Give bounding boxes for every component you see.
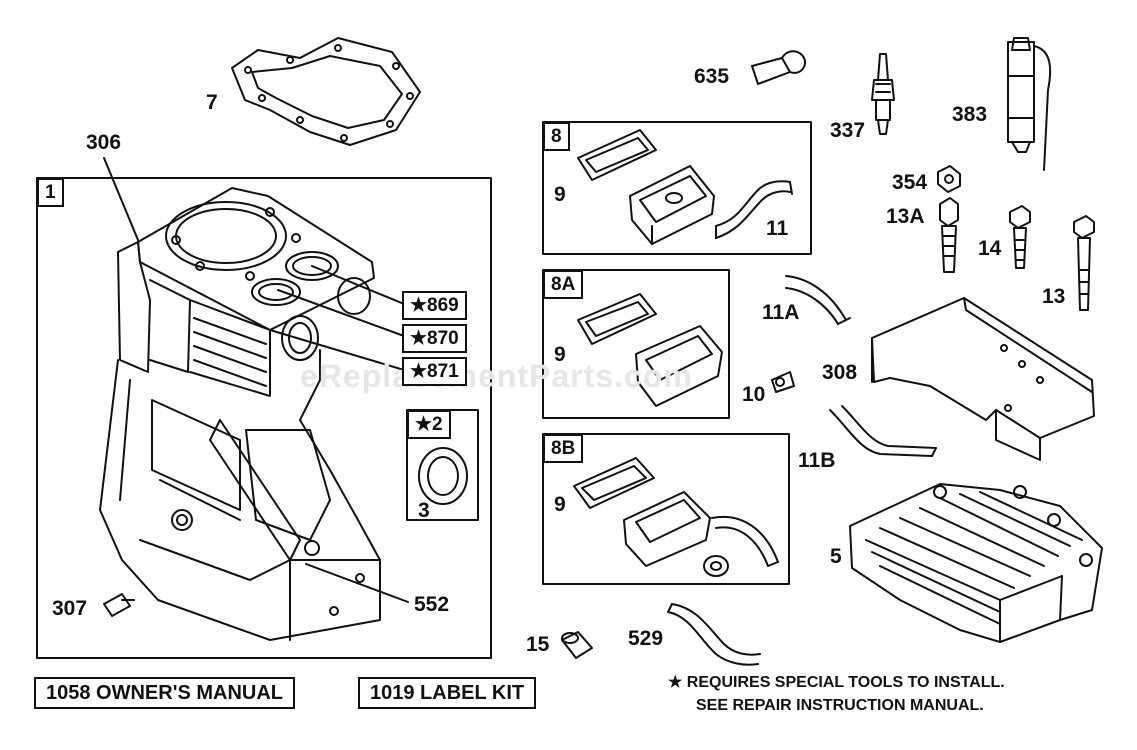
label-869: ★869: [402, 291, 467, 320]
cylinder-block-drawing: [99, 157, 409, 641]
label-7: 7: [206, 91, 218, 114]
bolt-307: [103, 593, 135, 617]
repair-manual-note: SEE REPAIR INSTRUCTION MANUAL.: [696, 697, 984, 714]
label-306: 306: [86, 131, 122, 154]
label-14: 14: [978, 237, 1002, 260]
bolt-14: [1009, 205, 1031, 269]
label-383: 383: [952, 103, 988, 126]
special-tools-note: ★ REQUIRES SPECIAL TOOLS TO INSTALL.: [668, 674, 1005, 691]
cover-308: [871, 297, 1095, 461]
breather-gasket-9c: [573, 457, 655, 509]
bolt-13: [1073, 215, 1095, 311]
label-15: 15: [526, 633, 550, 656]
stud-13A: [939, 197, 959, 273]
label-871: ★871: [402, 357, 467, 386]
box-label-8: 8: [543, 122, 570, 151]
ignition-armature-383: [1007, 37, 1052, 171]
label-354: 354: [892, 171, 928, 194]
cylinder-assembly-box: [36, 177, 492, 659]
label-5: 5: [830, 545, 842, 568]
label-529: 529: [628, 627, 664, 650]
label-552: 552: [414, 593, 450, 616]
label-308: 308: [822, 361, 858, 384]
label-2: ★2: [407, 410, 451, 439]
label-11: 11: [766, 217, 789, 240]
breather-box-8B: [542, 433, 790, 585]
label-3: 3: [418, 499, 430, 522]
breather-8B: [623, 491, 711, 567]
label-11B: 11B: [798, 449, 836, 472]
breather-box-8A: [542, 269, 730, 419]
breather-box-8: [542, 121, 812, 255]
label-307: 307: [52, 597, 88, 620]
breather-tube-11: [715, 180, 793, 239]
breather-8: [629, 165, 715, 245]
breather-gasket-9a: [577, 129, 657, 181]
label-13: 13: [1042, 285, 1066, 308]
spark-plug-boot-635: [751, 50, 806, 85]
box-label-1: 1: [37, 178, 64, 207]
screw-10: [771, 371, 795, 393]
label-337: 337: [830, 119, 866, 142]
nut-354: [937, 165, 961, 193]
label-635: 635: [694, 65, 730, 88]
label-kit-box: 1019 LABEL KIT: [358, 677, 537, 709]
head-gasket-7: [231, 37, 421, 146]
breather-tube-529: [667, 603, 761, 666]
label-9-box8A: 9: [554, 343, 566, 366]
box-label-8B: 8B: [543, 434, 584, 463]
breather-gasket-9b: [577, 293, 657, 345]
label-13A: 13A: [886, 205, 925, 228]
label-9-box8B: 9: [554, 493, 566, 516]
box-label-8A: 8A: [543, 270, 584, 299]
breather-tube-11B: [829, 405, 937, 457]
grommet-8B: [703, 555, 729, 577]
label-870: ★870: [402, 324, 467, 353]
breather-8A: [635, 325, 723, 407]
label-10: 10: [742, 383, 766, 406]
spark-plug-337: [871, 53, 895, 135]
owners-manual-box: 1058 OWNER'S MANUAL: [34, 677, 296, 709]
breather-tube-8B: [711, 515, 779, 567]
cylinder-head-5: [849, 483, 1103, 643]
breather-tube-11A: [785, 275, 851, 325]
oil-seal-3: [418, 447, 468, 505]
label-9-box8: 9: [554, 183, 566, 206]
label-11A: 11A: [762, 301, 800, 324]
plug-15: [561, 631, 593, 659]
watermark: eReplacementParts.com: [300, 358, 693, 394]
